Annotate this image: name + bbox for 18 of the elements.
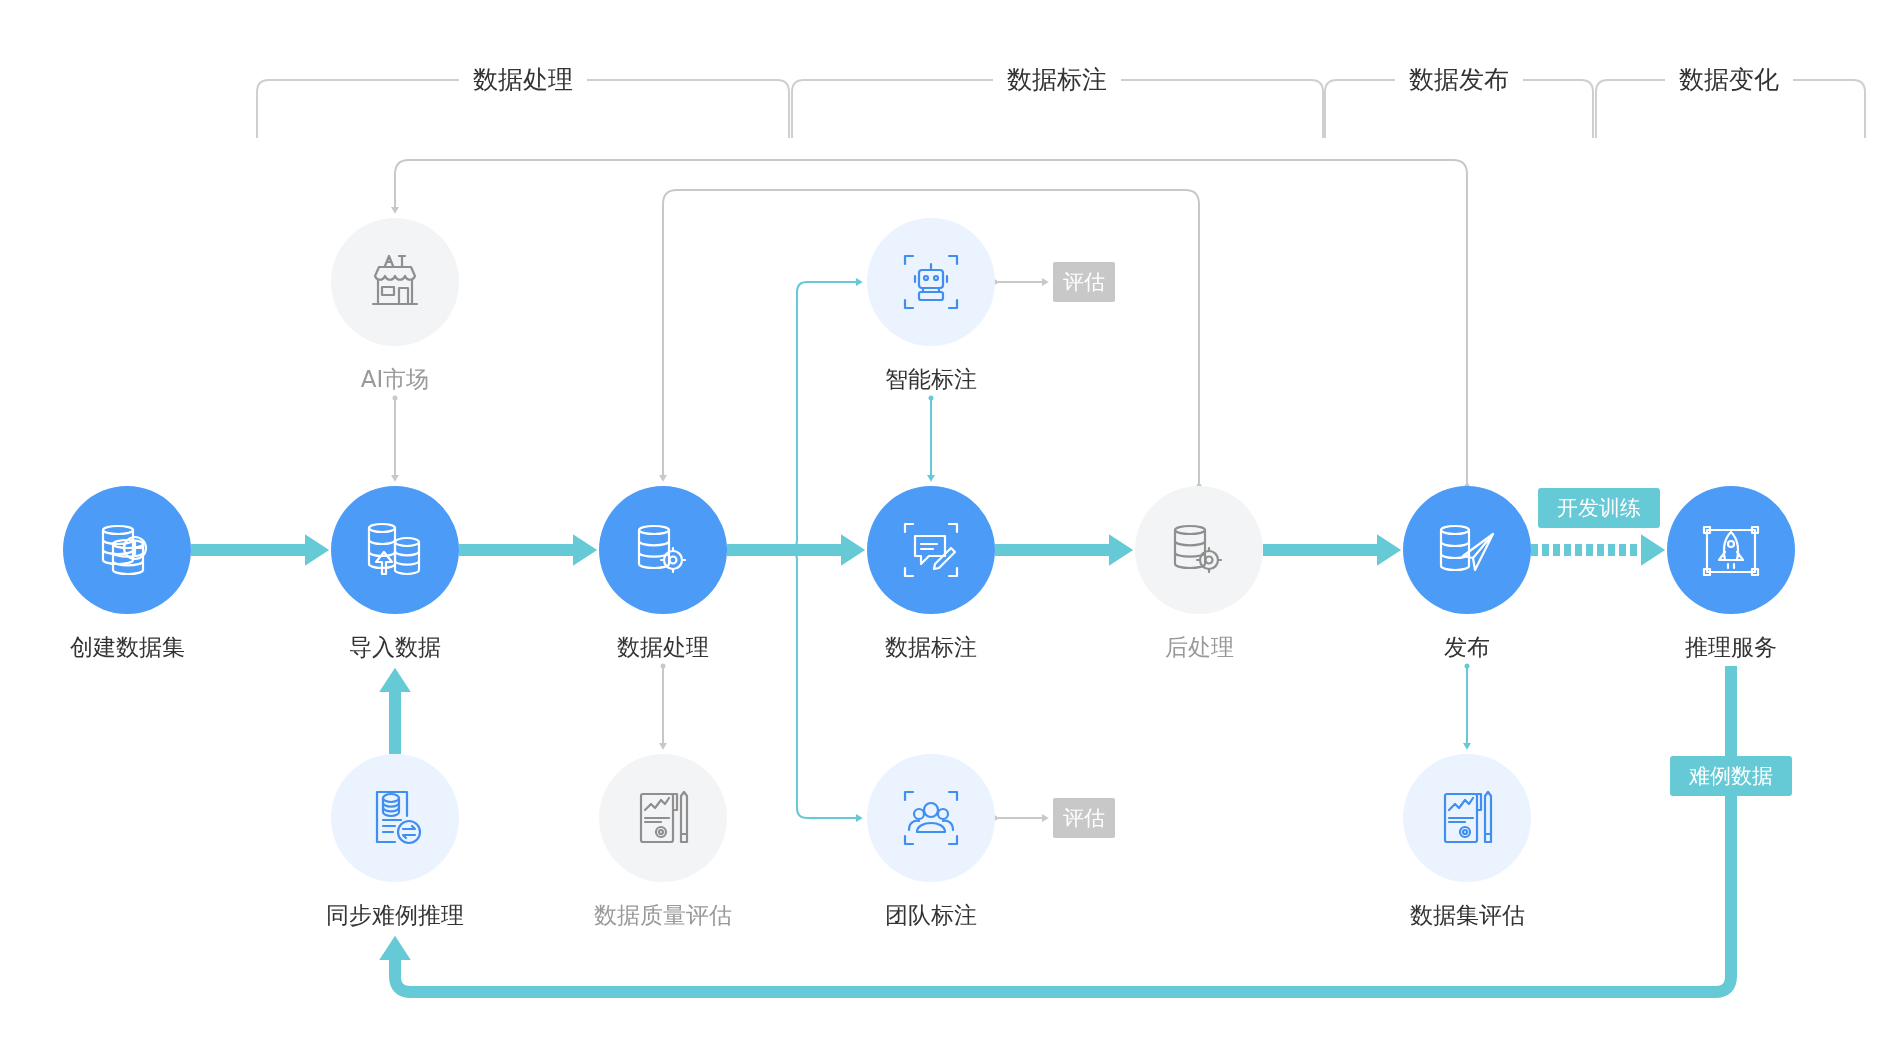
arrow	[379, 666, 1737, 998]
arrow	[659, 663, 667, 750]
arrow	[727, 534, 866, 566]
arrow	[659, 189, 1202, 489]
arrow	[391, 159, 1470, 489]
arrow	[1463, 663, 1471, 750]
arrow	[995, 534, 1134, 566]
step-label: 导入数据	[347, 632, 443, 662]
arrow	[379, 667, 411, 754]
step-label: 数据标注	[883, 632, 979, 662]
edge-label: 难例数据	[1670, 756, 1792, 796]
arrow	[459, 534, 598, 566]
arrow	[191, 534, 330, 566]
arrow	[391, 395, 399, 482]
arrow	[1531, 534, 1666, 566]
edge-label: 开发训练	[1538, 488, 1660, 528]
arrow	[1263, 534, 1402, 566]
arrow	[927, 395, 935, 482]
